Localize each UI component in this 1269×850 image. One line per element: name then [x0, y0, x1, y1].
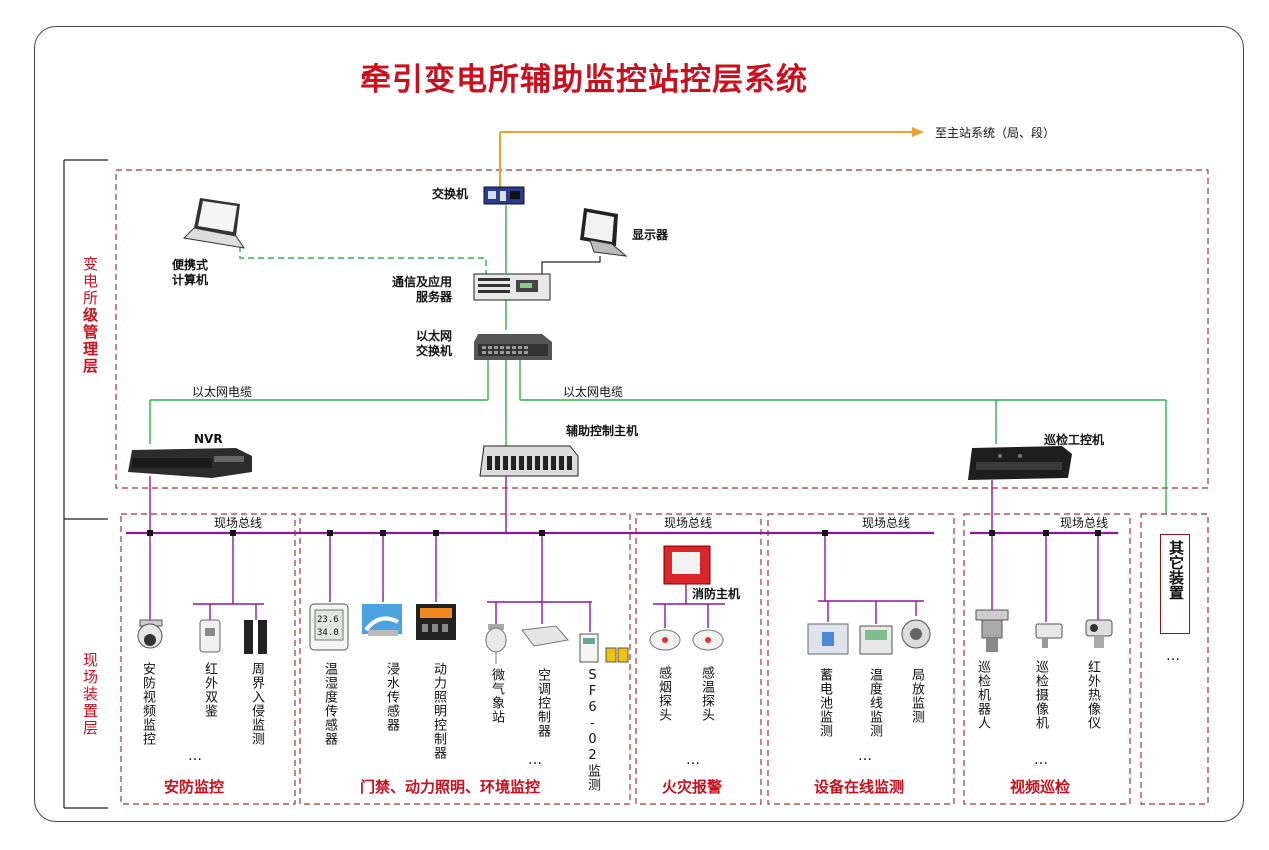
perimeter-sensor-icon — [244, 620, 267, 654]
device-label: 巡检摄像机 — [1033, 660, 1048, 730]
other-devices-box: 其它装置 — [1160, 534, 1190, 634]
device-label: 感烟探头 — [656, 666, 671, 722]
device-label: 红外热像仪 — [1085, 660, 1100, 730]
temp-line-monitor-icon — [859, 625, 893, 655]
ac-controller-icon — [521, 625, 569, 647]
device-label: SF6-02监测 — [585, 668, 600, 792]
smoke-detector-icon — [649, 629, 681, 651]
water-sensor-icon — [362, 604, 402, 636]
ellipsis: … — [858, 748, 873, 764]
other-devices-label: 其它装置 — [1167, 540, 1185, 600]
ethernet-switch-icon — [474, 334, 552, 360]
field-bus-label-1: 现场总线 — [214, 516, 263, 530]
group-title-env: 门禁、动力照明、环境监控 — [360, 778, 541, 796]
online-box — [767, 513, 955, 805]
sf6-monitor-icon — [579, 633, 629, 663]
switch-icon — [483, 186, 525, 205]
device-label: 感温探头 — [699, 666, 714, 722]
device-label: 蓄电池监测 — [817, 668, 832, 738]
dome-camera-icon — [137, 619, 163, 649]
laptop-icon — [182, 198, 246, 249]
server-icon — [473, 273, 551, 301]
ellipsis: … — [1034, 752, 1049, 768]
patrol-pc-icon — [968, 446, 1072, 480]
laptop-label: 便携式 计算机 — [172, 258, 209, 287]
device-label: 红外双鉴 — [202, 662, 217, 718]
device-label: 空调控制器 — [535, 668, 550, 738]
uplink-arrow — [499, 127, 924, 187]
field-bus-label-2: 现场总线 — [664, 516, 713, 530]
cable-left-label: 以太网电缆 — [192, 385, 253, 399]
power-controller-icon — [416, 604, 456, 640]
patrol-pc-label: 巡检工控机 — [1044, 433, 1105, 447]
aux-host-icon — [479, 445, 579, 477]
ethernet-lines — [149, 205, 1167, 514]
bus-drops — [149, 476, 1099, 632]
group-title-video: 视频巡检 — [1010, 778, 1071, 796]
device-label: 安防视频监控 — [140, 662, 155, 746]
group-title-security: 安防监控 — [164, 778, 225, 796]
heat-detector-icon — [692, 629, 724, 651]
layer-station-bold: 级管理层 — [81, 307, 99, 375]
outer-frame — [34, 26, 1244, 822]
thermo-hygrometer-icon: 23.6 34.0 — [309, 603, 349, 651]
layer-station-plain: 变电所 — [81, 256, 99, 307]
ethernet-switch-label: 以太网 交换机 — [416, 329, 453, 358]
page-title: 牵引变电所辅助监控站控层系统 — [360, 62, 808, 98]
weather-station-icon — [485, 624, 507, 664]
patrol-camera-icon — [1035, 623, 1063, 648]
to-main-label: 至主站系统（局、段） — [935, 126, 1056, 140]
env-box — [299, 513, 631, 805]
monitor-cable — [541, 256, 601, 276]
station-box — [115, 169, 1209, 489]
security-box — [120, 513, 296, 805]
group-title-online: 设备在线监测 — [814, 778, 905, 796]
monitor-icon — [580, 208, 628, 257]
device-label: 温度线监测 — [867, 668, 882, 738]
other-box-dashed — [1140, 513, 1209, 805]
field-bus-label-3: 现场总线 — [862, 516, 911, 530]
cable-right-label: 以太网电缆 — [563, 385, 624, 399]
layer-separators — [63, 159, 108, 809]
monitor-label: 显示器 — [632, 228, 669, 242]
nvr-icon — [128, 448, 252, 478]
ellipsis: … — [188, 748, 203, 764]
temp-reading: 23.6 — [317, 615, 339, 625]
fire-host-icon — [663, 545, 711, 585]
dashed-boxes — [115, 169, 1209, 805]
device-label: 浸水传感器 — [384, 662, 399, 732]
nvr-label: NVR — [194, 432, 223, 446]
ellipsis: … — [528, 752, 543, 768]
device-label: 局放监测 — [909, 668, 924, 724]
device-label: 巡检机器人 — [975, 660, 990, 730]
device-label: 动力照明控制器 — [431, 662, 446, 760]
field-bus-label-4: 现场总线 — [1060, 516, 1109, 530]
video-box — [963, 513, 1131, 805]
device-label: 微气象站 — [489, 668, 504, 724]
switch-label: 交换机 — [432, 187, 469, 201]
layer-field: 现场装置层 — [81, 652, 99, 737]
partial-discharge-icon — [901, 619, 931, 649]
patrol-robot-icon — [975, 609, 1009, 652]
aux-host-label: 辅助控制主机 — [566, 424, 639, 438]
device-label: 周界入侵监测 — [249, 662, 264, 746]
group-title-fire: 火灾报警 — [662, 778, 723, 796]
thermal-imager-icon — [1085, 619, 1113, 648]
battery-monitor-icon — [807, 623, 849, 655]
humidity-reading: 34.0 — [317, 628, 339, 638]
server-label: 通信及应用 服务器 — [392, 275, 453, 304]
ellipsis: … — [686, 752, 701, 768]
device-label: 温湿度传感器 — [322, 662, 337, 746]
ir-dual-sensor-icon — [199, 619, 221, 653]
bus-nodes — [147, 530, 1101, 536]
fire-box — [635, 513, 762, 805]
fire-host-label: 消防主机 — [692, 587, 741, 601]
ellipsis: … — [1166, 648, 1181, 664]
layer-station: 变电所级管理层 — [80, 256, 101, 375]
